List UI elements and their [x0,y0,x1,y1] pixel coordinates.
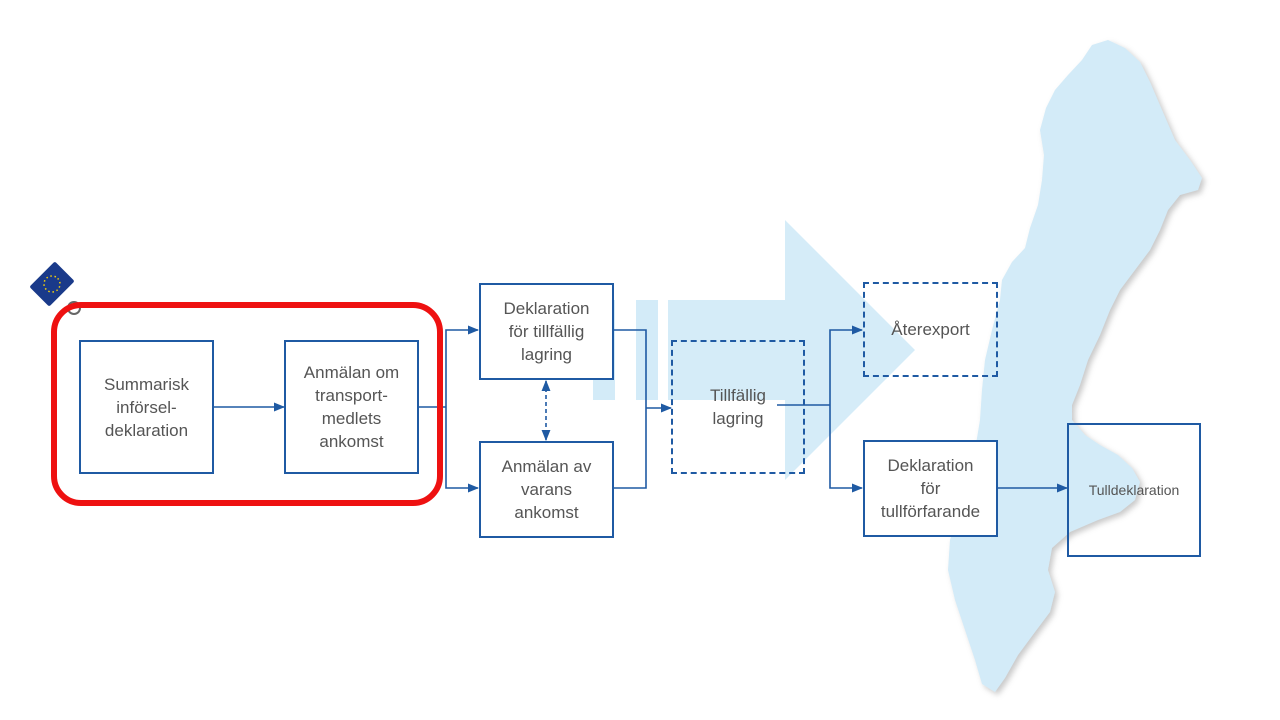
box-label: Tulldeklaration [1088,482,1180,498]
line-from-deklaration-lagring [614,329,647,408]
box-deklaration-tullforfarande[interactable]: Deklaration för tullförfarande [863,440,998,537]
box-summarisk-inforsel-deklaration[interactable]: Summarisk införsel- deklaration [79,340,214,474]
sweden-map [948,40,1202,692]
arrow-to-deklaration-tullforfarande [829,405,864,493]
line-from-anmalan-varans [614,408,647,489]
box-label: Tillfällig lagring [709,386,767,428]
background-arrow [668,220,915,480]
box-deklaration-tillfallig-lagring[interactable]: Deklaration för tillfällig lagring [479,283,614,380]
box-label: Summarisk införsel- deklaration [103,374,189,440]
box-anmalan-varans-ankomst[interactable]: Anmälan av varans ankomst [479,441,614,538]
arrow-to-aterexport [829,325,864,405]
highlight-frame [51,302,443,506]
box-tulldeklaration[interactable]: Tulldeklaration [1067,423,1201,557]
arrow-stripe-2 [636,300,658,400]
arrow-to-deklaration-lagring [445,325,480,407]
box-tillfallig-lagring[interactable]: Tillfällig lagring [671,340,805,474]
box-anmalan-transportmedlets-ankomst[interactable]: Anmälan om transport- medlets ankomst [284,340,419,474]
box-label: Anmälan om transport- medlets ankomst [303,363,400,451]
box-label: Deklaration för tillfällig lagring [503,299,590,364]
connectors [214,325,1069,493]
box-label: Anmälan av varans ankomst [501,457,592,522]
arrow-to-anmalan-varans [445,407,480,493]
box-label: Återexport [891,320,970,339]
box-aterexport[interactable]: Återexport [863,282,998,377]
box-label: Deklaration för tullförfarande [880,456,981,521]
